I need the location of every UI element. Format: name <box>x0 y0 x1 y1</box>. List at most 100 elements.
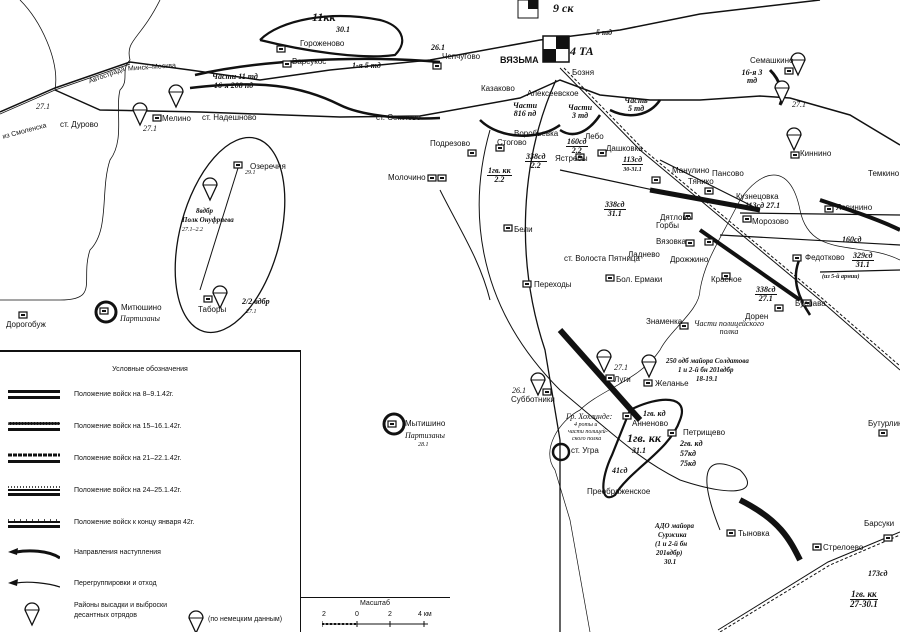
place-dyatlovo: Дятлово <box>660 213 692 222</box>
place-belye: Бели <box>514 225 533 234</box>
parachute-german-icon <box>188 610 204 632</box>
place-annenovo: Анненово <box>632 419 669 428</box>
unit-8vdbr: 8вдбр <box>196 207 213 215</box>
place-mytishino: Мытишино <box>405 419 446 428</box>
place-tynovka: Тыновка <box>738 529 770 538</box>
place-mityushino: Митюшино <box>121 303 162 312</box>
place-manulino: Манулино <box>672 166 710 175</box>
place-vyazovka: Вязовка <box>656 237 686 246</box>
place-alekseevskoe: Алексеевское <box>527 89 579 98</box>
place-boznya: Бозня <box>572 68 595 77</box>
unit-2gvkd: 2гв. кд <box>680 439 703 448</box>
drop-date-subbotniki: 26.1 <box>512 386 526 395</box>
scale-bar <box>322 621 428 627</box>
place-petritsevo: Петрищево <box>683 428 726 437</box>
unit-113sd-k: 113сд 27.1 <box>745 201 781 210</box>
place-kaznakovo: Казаково <box>481 84 515 93</box>
unit-250odb-d: 18-19.1 <box>696 375 718 383</box>
unit-police: Части полицейского полка <box>694 319 764 337</box>
unit-160sd-e: 160сд <box>842 235 862 244</box>
unit-5td-top: 5 тд <box>596 28 613 37</box>
place-bol-ermaki: Бол. Ермаки <box>616 275 663 284</box>
place-varsukos: Варсукос <box>292 57 327 66</box>
unit-adb: АДО майора <box>655 522 695 530</box>
unit-4ta: 4 ТА <box>570 44 594 58</box>
place-st-volost: ст. Волоста Пятница <box>564 254 640 263</box>
unit-adb-4: 201вдбр) <box>656 549 683 557</box>
unit-11td: Части 11 тд <box>212 72 258 81</box>
place-dorogobuzh: Дорогобуж <box>6 320 46 329</box>
unit-adb-d: 30.1 <box>664 558 677 566</box>
unit-adb-2: Суржика <box>658 531 687 539</box>
unit-chepch-date: 26.1 <box>431 43 445 52</box>
unit-2-2vdbr: 2/2 вдбр <box>242 297 270 306</box>
unit-329sd-note: (из 5-й армии) <box>822 274 860 280</box>
place-perekhody: Переходы <box>534 280 572 289</box>
unit-16-3td: 16-я 3 тд <box>741 68 763 86</box>
legend-german-note: (по немецким данным) <box>208 616 283 623</box>
place-barsuki: Барсуки <box>864 519 895 528</box>
place-tyaniko: Тянико <box>688 177 714 186</box>
regroup-arrow-icon <box>8 579 60 588</box>
vyazma-city-icon <box>517 0 570 63</box>
drop-date-lugi: 27.1 <box>614 363 628 372</box>
place-ladnovo: Ладнево <box>628 250 660 259</box>
unit-3td: Части 3 тд <box>567 103 593 121</box>
unit-57kd: 57кд <box>680 449 697 458</box>
drop-date-melino: 27.1 <box>143 124 157 133</box>
place-molochino: Молочино <box>388 173 426 182</box>
place-stogovo: Стогово <box>497 138 527 147</box>
place-fedotkovo: Федотково <box>805 253 845 262</box>
place-preobrazhenskoe: Преображенское <box>587 487 651 496</box>
unit-8vdbr-2: Полк Онуфриева <box>182 216 234 224</box>
place-drozhzhino: Дрожжино <box>670 255 709 264</box>
place-melino: Мелино <box>162 114 191 123</box>
scale-title: Масштаб <box>360 600 390 607</box>
place-gorogevo: Гороженово <box>300 39 345 48</box>
place-buslava: Буслава <box>795 299 826 308</box>
unit-hochlinde: Гр. Хохлинде: <box>566 412 613 421</box>
place-buturlino: Бутурлино <box>868 419 900 428</box>
place-ozerechnya: Озеречня <box>250 162 286 171</box>
unit-9ck: 9 ск <box>553 1 574 15</box>
attack-arrow-icon <box>8 548 60 560</box>
front-line-swatch-icon <box>8 453 60 463</box>
place-gorby: Горбы <box>656 221 680 230</box>
place-streloevo: Стрелоево <box>823 543 864 552</box>
unit-myt-date: 28.1 <box>418 442 429 448</box>
place-st-ugra: ст. Угра <box>571 446 599 455</box>
unit-hochlinde-3: части полицей- <box>568 429 608 435</box>
legend-title: Условные обозначения <box>112 366 188 373</box>
unit-myt-partisans: Партизаны <box>405 431 445 440</box>
place-krasnoe: Красное <box>711 275 742 284</box>
place-st-durovo: ст. Дурово <box>60 120 99 129</box>
unit-hochlinde-2: 4 роты и <box>574 422 598 428</box>
place-kuznetsovka: Кузнецовка <box>736 192 779 201</box>
place-chepchugovo: Чепчугово <box>442 52 481 61</box>
place-semashkino: Семашкино <box>750 56 794 65</box>
front-line-swatch-icon <box>8 390 60 399</box>
front-line-swatch-icon <box>8 421 60 431</box>
place-podrezovo: Подрезово <box>430 139 471 148</box>
place-st-semlevo: ст. Семлево <box>376 113 421 122</box>
place-tabory: Таборы <box>198 305 227 314</box>
unit-8vdbr-d: 27.1–2.2 <box>182 227 203 233</box>
place-yastreby: Ястребы <box>555 154 588 163</box>
place-morozovo: Морозово <box>752 217 789 226</box>
unit-173sd: 173сд <box>868 569 888 578</box>
front-line-swatch-icon <box>8 519 60 528</box>
front-line-swatch-icon <box>8 486 60 496</box>
place-dashkovka: Дашковка <box>606 144 643 153</box>
place-vyazma: ВЯЗЬМА <box>500 55 539 65</box>
unit-1gvkk-ring: 1гв. кк <box>627 431 661 445</box>
unit-250odb-2: 1 и 2-й бн 201вдбр <box>678 366 734 374</box>
place-doroen: Дорен <box>745 312 769 321</box>
place-temkino: Темкино <box>868 169 900 178</box>
place-st-nadezhnoe: ст. Надешново <box>202 113 257 122</box>
place-levinino: Левинино <box>836 203 873 212</box>
unit-75kd: 75кд <box>680 459 697 468</box>
